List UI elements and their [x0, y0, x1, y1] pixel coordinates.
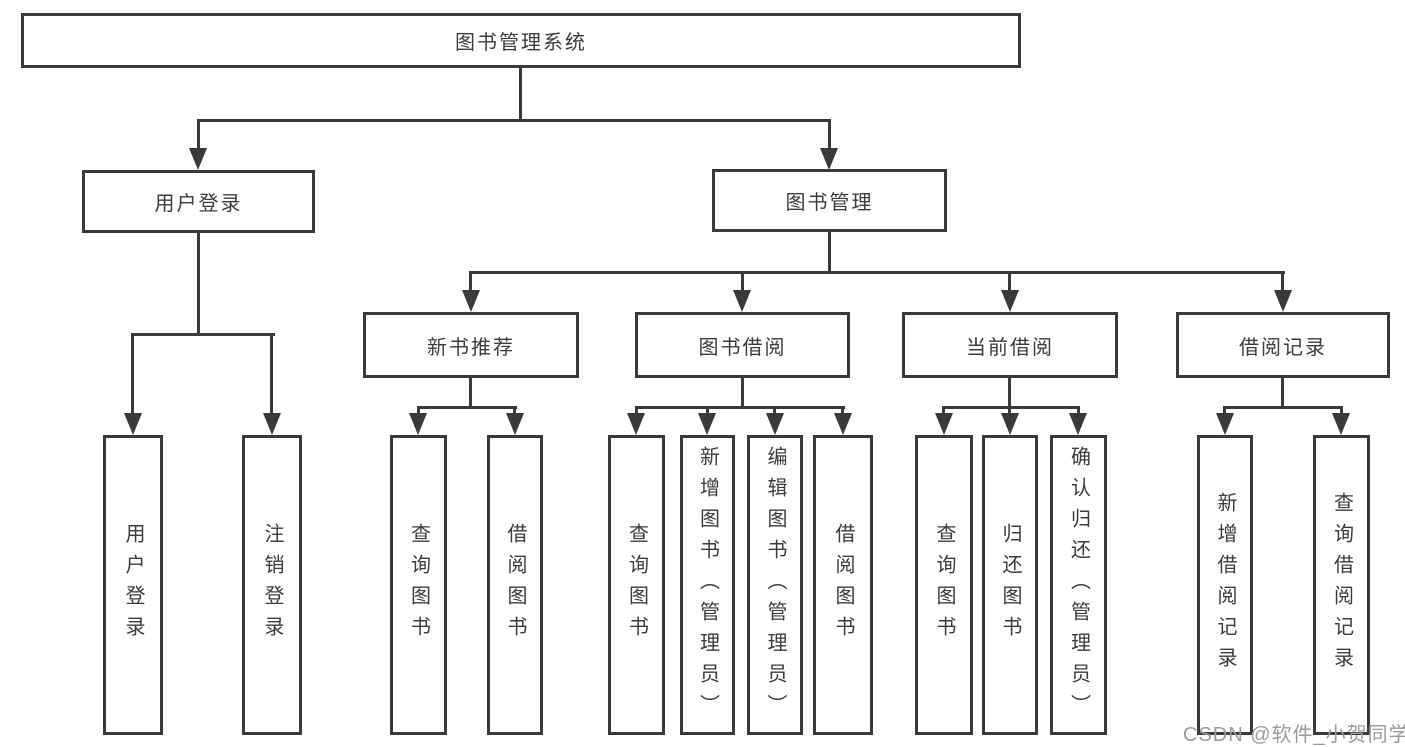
leaf-borrowing-query: 查询图书	[608, 435, 665, 735]
connector-root-drop-right	[828, 119, 831, 152]
connector-borrowing-drop-3	[773, 406, 776, 418]
leaf-records-query: 查询借阅记录	[1313, 435, 1370, 735]
node-current-borrowing: 当前借阅	[902, 312, 1118, 378]
leaf-borrowing-add-admin: 新增图书（管理员）	[680, 435, 735, 735]
arrow-to-records-query	[1332, 413, 1350, 435]
connector-current-drop-1	[942, 406, 945, 418]
connector-current-drop-3	[1077, 406, 1080, 418]
arrow-to-current-return	[1001, 413, 1019, 435]
leaf-user-login: 用户登录	[103, 435, 163, 735]
leaf-borrowing-edit-admin: 编辑图书（管理员）	[747, 435, 803, 735]
connector-records-drop-1	[1223, 406, 1226, 418]
leaf-borrowing-borrow: 借阅图书	[813, 435, 873, 735]
connector-records-drop-2	[1340, 406, 1343, 418]
connector-bookmgmt-drop-1	[469, 271, 472, 293]
arrow-to-newbook-query	[409, 413, 427, 435]
connector-current-drop-2	[1008, 406, 1011, 418]
connector-bookmgmt-bar	[469, 271, 1285, 274]
arrow-to-borrowing-edit	[766, 413, 784, 435]
arrow-to-borrowing-query	[627, 413, 645, 435]
arrow-to-new-book-recommend	[462, 290, 480, 312]
connector-borrowing-bar	[635, 406, 845, 409]
arrow-to-borrow-records	[1274, 290, 1292, 312]
connector-userlogin-bar	[131, 333, 275, 336]
connector-userlogin-drop-2	[270, 333, 273, 415]
node-borrow-records: 借阅记录	[1176, 312, 1390, 378]
connector-newbook-stem	[469, 378, 472, 409]
connector-bookmgmt-drop-4	[1281, 271, 1284, 293]
node-book-borrowing: 图书借阅	[635, 312, 850, 378]
connector-borrowing-drop-1	[635, 406, 638, 418]
connector-newbook-drop-1	[417, 406, 420, 418]
node-library-system: 图书管理系统	[21, 13, 1021, 68]
arrow-to-user-login	[189, 148, 207, 170]
connector-borrowing-drop-2	[706, 406, 709, 418]
arrow-to-borrowing-add	[698, 413, 716, 435]
leaf-logout: 注销登录	[242, 435, 302, 735]
leaf-current-confirm-admin: 确认归还（管理员）	[1050, 435, 1107, 735]
connector-newbook-bar	[417, 406, 517, 409]
connector-records-stem	[1281, 378, 1284, 409]
leaf-current-return: 归还图书	[982, 435, 1038, 735]
connector-root-stem	[519, 68, 522, 122]
connector-borrowing-stem	[741, 378, 744, 409]
connector-userlogin-stem	[197, 233, 200, 336]
leaf-newbook-borrow: 借阅图书	[487, 435, 543, 735]
csdn-watermark: CSDN @软件_小贺同学	[1183, 724, 1405, 746]
leaf-records-add: 新增借阅记录	[1197, 435, 1253, 735]
arrow-to-book-management	[820, 148, 838, 170]
connector-root-bar	[197, 119, 831, 122]
connector-records-bar	[1223, 406, 1343, 409]
connector-bookmgmt-drop-3	[1008, 271, 1011, 293]
leaf-newbook-query: 查询图书	[390, 435, 447, 735]
arrow-to-current-borrowing	[1001, 290, 1019, 312]
arrow-to-leaf-logout	[263, 413, 281, 435]
arrow-to-book-borrowing	[733, 290, 751, 312]
node-book-management: 图书管理	[712, 169, 947, 232]
arrow-to-current-confirm	[1069, 413, 1087, 435]
connector-borrowing-drop-4	[841, 406, 844, 418]
connector-current-bar	[942, 406, 1080, 409]
arrow-to-borrowing-borrow	[834, 413, 852, 435]
arrow-to-current-query	[935, 413, 953, 435]
arrow-to-leaf-user-login	[124, 413, 142, 435]
connector-bookmgmt-stem	[828, 232, 831, 274]
arrow-to-newbook-borrow	[506, 413, 524, 435]
leaf-current-query: 查询图书	[915, 435, 973, 735]
connector-userlogin-drop-1	[131, 333, 134, 415]
connector-current-stem	[1008, 378, 1011, 409]
connector-root-drop-left	[197, 119, 200, 152]
node-new-book-recommend: 新书推荐	[363, 312, 579, 378]
arrow-to-records-add	[1216, 413, 1234, 435]
connector-newbook-drop-2	[513, 406, 516, 418]
node-user-login: 用户登录	[82, 170, 315, 233]
connector-bookmgmt-drop-2	[741, 271, 744, 293]
